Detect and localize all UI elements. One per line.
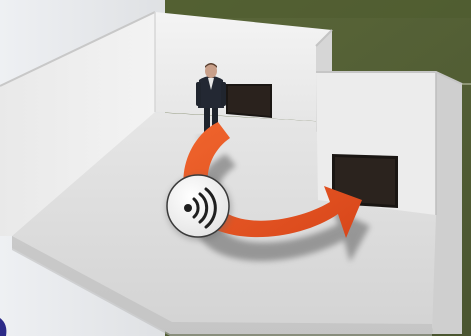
- background-top-band: [165, 0, 471, 18]
- wall-display-icon: [226, 84, 272, 118]
- wireless-signal-button[interactable]: [166, 175, 232, 241]
